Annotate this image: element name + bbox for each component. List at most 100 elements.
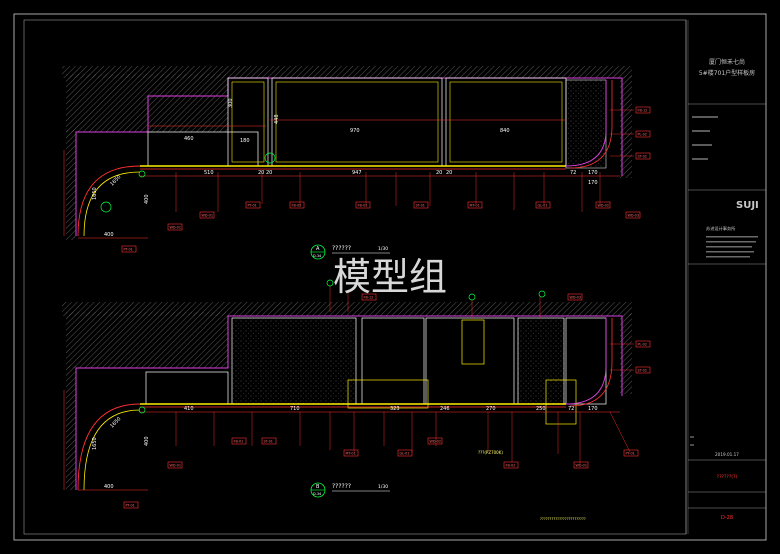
right-column-b [620,314,632,394]
elevation-b-title: ?????? [332,483,351,490]
dim-b-8: 400 [104,484,114,490]
material-tag: FB-02 [289,201,305,209]
material-tag: PL-02 [635,340,651,348]
dim-b-2: 323 [390,406,400,412]
section-marker-b: B D-34 ?????? 1/30 [310,482,390,498]
drawing-number: D-28 [721,515,733,521]
dim-a-top-6: 170 [588,170,598,176]
section-marker-b-letter: B [316,484,320,490]
callout-pz700k: ???(PZ700K) [478,450,503,455]
dim-a-bottom-7: 170 [588,180,598,186]
dim-a-top-2: 460 [184,136,194,142]
dim-a-bottom-6: 72 [570,170,576,176]
material-tag: PT-01 [121,245,137,253]
material-tag: WD-02 [427,437,443,445]
svg-text:ST-02: ST-02 [638,155,647,159]
left-wall-mass-a [66,74,228,132]
elevation-a-title: ?????? [332,245,351,252]
dotted-panel-right-b [517,317,565,405]
material-tag: WD-02 [595,201,611,209]
left-column-a [66,130,76,240]
svg-text:WD-01: WD-01 [202,214,214,218]
drawing-date: 2019.01.17 [715,452,739,457]
footer-note: ???????????????????????? [540,517,586,521]
svg-text:MT-01: MT-01 [470,204,480,208]
elevation-b: 410 710 323 246 270 250 72 170 400 1650 … [62,279,634,491]
material-tag: ST-01 [413,201,429,209]
dim-a-bottom-1: 20 [258,170,264,176]
section-marker-a-letter: A [316,246,320,252]
dim-b-9: 1650 [109,416,122,429]
material-tag: PT-01 [245,201,261,209]
svg-text:PT-01: PT-01 [248,204,257,208]
sheet-border [13,13,767,541]
left-column-b [66,366,76,490]
dim-b-left-1: 400 [144,436,150,446]
dim-b-left-0: 1650 [92,437,98,450]
dim-a-bottom-4: 20 [436,170,442,176]
svg-text:ST-01: ST-01 [416,204,425,208]
dim-b-1: 710 [290,406,300,412]
dim-a-bottom-9: 1650 [109,174,122,187]
dim-a-top-1: 180 [240,138,250,144]
material-tag: PL-02 [635,130,651,138]
left-wall-mass-b [66,312,228,368]
dim-a-left-0: 1650 [92,187,98,200]
dim-a-top-4: 970 [350,128,360,134]
material-tag: ST-02 [635,366,651,374]
dim-b-6: 72 [568,406,574,412]
dim-a-bottom-0: 510 [204,170,214,176]
svg-text:PL-02: PL-02 [638,133,647,137]
svg-text:WD-01: WD-01 [576,464,588,468]
svg-text:FB-02: FB-02 [506,464,516,468]
material-tag: WD-01 [199,211,215,219]
material-tag: FB-02 [503,461,519,469]
material-tag: FB-12 [361,293,377,301]
dim-a-top-0: 300 [228,98,234,108]
svg-text:GL-01: GL-01 [400,452,410,456]
section-marker-a-sheet: D-34 [313,254,321,258]
svg-text:WD-02: WD-02 [598,204,610,208]
material-tag: ST-02 [635,152,651,160]
material-tag: FB-01 [355,201,371,209]
project-name-line1: 厦门恒禾七尚 [709,58,745,66]
svg-text:WD-01: WD-01 [170,226,182,230]
svg-text:WD-03: WD-03 [628,214,640,218]
outline-b [75,315,623,490]
dim-b-7: 170 [588,406,598,412]
material-tag: WD-01 [573,461,589,469]
dotted-panel-left-b [231,317,357,405]
material-tag: FB-12 [635,106,651,114]
dim-b-3: 246 [440,406,450,412]
svg-text:MT-01: MT-01 [346,452,356,456]
dim-b-5: 250 [536,406,546,412]
watermark-text: 模型组 [333,255,447,299]
company-name: 苏进设计事务所 [706,225,735,232]
company-logo: SUJI [736,200,759,211]
material-tag: WD-03 [567,293,583,301]
section-marker-a: A D-34 ?????? 1/30 [310,244,390,260]
svg-text:ST-01: ST-01 [264,440,273,444]
dim-a-bottom-2: 20 [266,170,272,176]
svg-text:ST-02: ST-02 [638,369,647,373]
svg-text:PL-02: PL-02 [638,343,647,347]
drawing-name: ??????(?) [717,474,738,480]
dim-a-top-5: 840 [500,128,510,134]
dim-b-4: 270 [486,406,496,412]
dim-a-bottom-3: 947 [352,170,362,176]
project-name-line2: 5#楼701户型样板房 [699,69,755,77]
right-column-a [620,76,632,178]
svg-text:WD-03: WD-03 [570,296,582,300]
material-tag: PT-01 [123,501,139,509]
elevation-a: 300 180 460 448 970 840 170 510 20 20 94… [62,66,634,240]
material-tag: WD-01 [167,223,183,231]
material-tag: MT-01 [467,201,483,209]
svg-text:FB-02: FB-02 [292,204,302,208]
elevation-b-scale: 1/30 [378,484,388,490]
svg-text:FB-01: FB-01 [358,204,368,208]
svg-text:GL-01: GL-01 [538,204,548,208]
material-tag: MT-01 [343,449,359,457]
material-tag: GL-01 [397,449,413,457]
elevation-a-scale: 1/30 [378,246,388,252]
